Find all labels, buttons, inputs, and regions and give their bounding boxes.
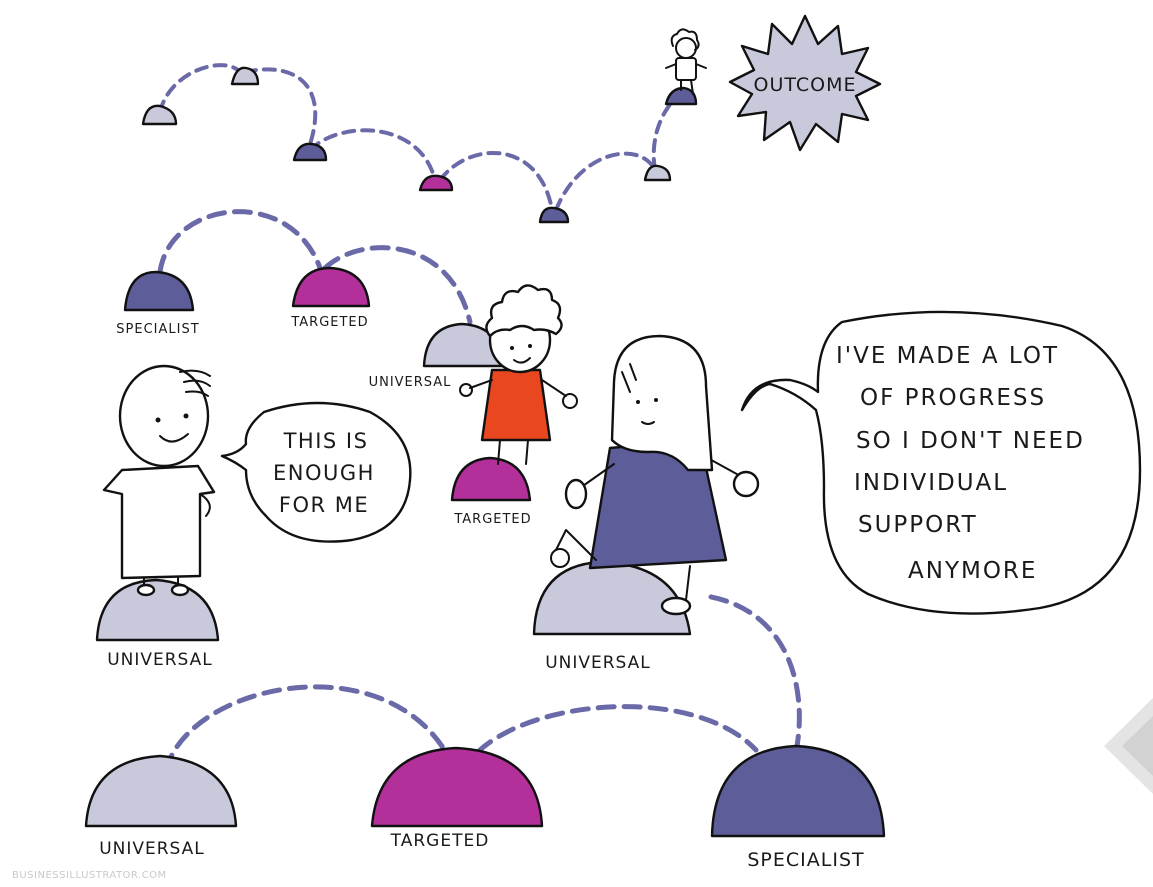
mid-path-dash-1 <box>157 209 323 275</box>
top-path-dash-1 <box>158 63 242 114</box>
diamond-badge-inner <box>1122 716 1153 776</box>
bottom-path-dash-1 <box>163 684 458 773</box>
long-hair-girl-mouth <box>641 421 655 425</box>
tiny-person-hair <box>670 28 700 51</box>
curly-girl-hair <box>485 284 563 338</box>
curly-girl-legs <box>497 439 529 465</box>
center-label-targeted: TARGETED <box>453 512 531 527</box>
left-bubble-line-3: FOR ME <box>279 493 369 517</box>
center-label-universal: UNIVERSAL <box>369 375 452 390</box>
curly-girl-left-hand <box>459 383 473 397</box>
top-path-dash-3 <box>308 128 437 182</box>
mid-stone-targeted <box>291 266 371 308</box>
boy-shirt <box>102 464 216 580</box>
right-stone-universal <box>532 560 692 636</box>
left-bubble-line-2: ENOUGH <box>273 461 375 485</box>
tiny-person-body <box>675 57 697 81</box>
curly-girl-eye-left <box>510 346 514 350</box>
outcome-starburst-shape <box>728 14 882 152</box>
bottom-path-dash-2 <box>459 704 759 775</box>
boy-eye-right <box>183 413 189 419</box>
top-path-dash-4 <box>438 150 554 212</box>
right-bubble-shape <box>740 310 1142 615</box>
mid-label-specialist: SPECIALIST <box>116 322 199 337</box>
top-stone-2 <box>230 66 260 86</box>
boy-hair <box>179 369 211 397</box>
tiny-person <box>665 28 707 95</box>
left-speech-bubble: THIS IS ENOUGH FOR ME <box>220 401 412 543</box>
right-bubble-line-3: SO I DON'T NEED <box>856 428 1085 454</box>
long-hair-girl-eye-right <box>654 398 658 402</box>
bottom-path: UNIVERSAL TARGETED SPECIALIST <box>84 593 886 871</box>
long-hair-girl <box>550 334 760 616</box>
long-hair-girl-leg-left <box>555 529 597 561</box>
right-label-universal: UNIVERSAL <box>545 653 651 673</box>
long-hair-girl-leg-right <box>685 565 691 601</box>
right-speech-bubble: I'VE MADE A LOT OF PROGRESS SO I DON'T N… <box>740 310 1142 615</box>
center-stone-targeted <box>450 456 532 502</box>
long-hair-girl-head <box>610 334 714 472</box>
bottom-label-targeted: TARGETED <box>390 831 490 851</box>
boy-hand-on-hip <box>199 493 211 517</box>
curly-girl-eye-right <box>528 344 532 348</box>
tiny-person-head <box>675 37 697 59</box>
top-stone-7 <box>664 86 698 106</box>
long-hair-girl-foot <box>660 596 692 616</box>
mid-path-dash-2 <box>322 245 473 325</box>
curly-girl <box>459 284 578 465</box>
bottom-label-universal: UNIVERSAL <box>99 839 205 859</box>
bottom-label-specialist: SPECIALIST <box>747 849 864 871</box>
boy-feet <box>136 583 190 597</box>
boy <box>102 364 216 597</box>
bottom-stone-universal <box>84 754 238 828</box>
right-bubble-line-6: ANYMORE <box>908 558 1037 584</box>
top-stone-4 <box>418 174 454 192</box>
tiny-person-legs <box>680 79 694 95</box>
long-hair-girl-eye-left <box>636 400 640 404</box>
right-bubble-line-5: SUPPORT <box>858 512 978 538</box>
diamond-badge-icon <box>1104 698 1153 794</box>
top-stone-6 <box>643 164 672 182</box>
left-label-universal: UNIVERSAL <box>107 650 213 670</box>
top-stone-5 <box>538 206 570 224</box>
curly-girl-right-arm <box>541 379 567 397</box>
tiny-person-arms <box>665 63 707 69</box>
right-bubble-line-2: OF PROGRESS <box>860 385 1046 411</box>
left-bubble-shape <box>220 401 412 543</box>
long-hair-girl-left-arm <box>579 463 615 489</box>
outcome-burst: OUTCOME <box>728 14 882 152</box>
long-hair-girl-knee <box>550 548 570 568</box>
bottom-path-dash-3 <box>703 593 802 755</box>
long-hair-girl-right-hand <box>732 470 760 498</box>
curly-girl-left-arm <box>469 379 493 389</box>
mid-stone-specialist <box>123 270 195 312</box>
top-path-dash-2 <box>243 67 318 152</box>
long-hair-girl-bangs <box>621 363 637 393</box>
outcome-label: OUTCOME <box>754 74 857 96</box>
curly-girl-mouth <box>513 357 531 364</box>
mid-label-targeted: TARGETED <box>290 315 368 330</box>
top-stone-1 <box>141 104 178 126</box>
top-path <box>141 63 698 224</box>
top-path-dash-5 <box>554 151 657 212</box>
bottom-stone-specialist <box>710 744 886 838</box>
credit-text: BUSINESSILLUSTRATOR.COM <box>12 870 167 881</box>
middle-path: SPECIALIST TARGETED <box>116 209 473 337</box>
boy-eye-left <box>155 417 161 423</box>
right-bubble-line-4: INDIVIDUAL <box>854 470 1008 496</box>
curly-girl-right-hand <box>562 393 578 409</box>
left-bubble-line-1: THIS IS <box>283 429 369 453</box>
long-hair-girl-left-hand <box>564 478 588 510</box>
boy-mouth <box>159 433 189 443</box>
left-stone-universal <box>95 578 220 642</box>
bottom-stone-targeted <box>370 746 544 828</box>
right-bubble-line-1: I'VE MADE A LOT <box>836 343 1059 369</box>
top-stone-3 <box>292 142 328 162</box>
